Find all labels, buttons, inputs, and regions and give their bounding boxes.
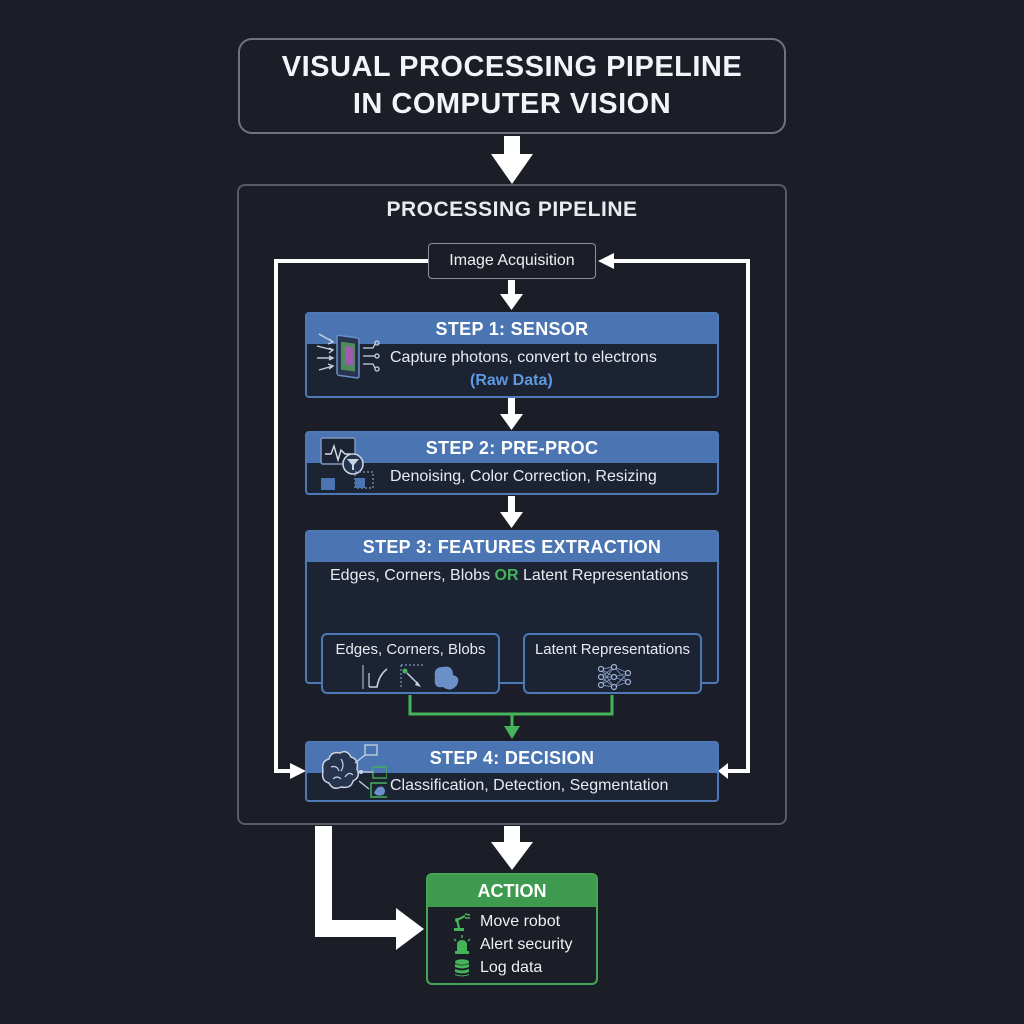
- action-item-label: Log data: [480, 959, 543, 976]
- step2-description: Denoising, Color Correction, Resizing: [390, 468, 657, 485]
- action-item-move-robot: Move robot: [452, 911, 560, 933]
- branch-box-latent-representations: Latent Representations: [523, 633, 702, 694]
- loop-arrow-left: [274, 259, 428, 779]
- arrow-pipeline-to-action: [491, 826, 533, 870]
- step4-decision-box: STEP 4: DECISION Classification, Detecti…: [305, 741, 719, 802]
- alarm-icon: [452, 935, 472, 955]
- filter-icon: [317, 436, 381, 492]
- step2-title: STEP 2: PRE-PROC: [307, 433, 717, 463]
- title-line-2: IN COMPUTER VISION: [352, 88, 672, 120]
- title-line-1: VISUAL PROCESSING PIPELINE: [281, 51, 743, 83]
- step4-title: STEP 4: DECISION: [307, 743, 717, 773]
- arrow-acquisition-to-step1: [500, 280, 523, 310]
- step3-description: Edges, Corners, Blobs OR Latent Represen…: [330, 567, 688, 585]
- branch-box-edges-corners-blobs: Edges, Corners, Blobs: [321, 633, 500, 694]
- step3-desc-part1: Edges, Corners, Blobs: [330, 567, 491, 584]
- action-item-alert-security: Alert security: [452, 934, 572, 956]
- branch-left-label: Edges, Corners, Blobs: [335, 641, 486, 658]
- step3-title: STEP 3: FEATURES EXTRACTION: [307, 532, 717, 562]
- database-icon: [452, 958, 472, 978]
- action-item-label: Alert security: [480, 936, 573, 953]
- step3-desc-part2: Latent Representations: [522, 567, 689, 584]
- edge-corner-blob-icon: [361, 663, 469, 691]
- action-title: ACTION: [428, 875, 596, 907]
- pipeline-title: PROCESSING PIPELINE: [386, 198, 638, 221]
- step1-raw-data-note: (Raw Data): [470, 372, 553, 389]
- processing-pipeline-panel: [237, 184, 787, 825]
- step1-sensor-box: STEP 1: SENSOR Capture photons, convert …: [305, 312, 719, 398]
- arrow-elbow-to-action: [315, 826, 424, 950]
- arrow-title-to-pipeline: [491, 136, 533, 184]
- brain-icon: [315, 741, 387, 801]
- loop-arrow-right: [598, 253, 750, 779]
- robot-arm-icon: [452, 912, 472, 932]
- step4-description: Classification, Detection, Segmentation: [390, 777, 669, 794]
- step2-preproc-box: STEP 2: PRE-PROC Denoising, Color Correc…: [305, 431, 719, 495]
- branch-merge-arrows: [408, 695, 614, 739]
- neural-network-icon: [597, 663, 633, 691]
- action-box: ACTION Move robot Alert security: [426, 873, 598, 985]
- step1-title: STEP 1: SENSOR: [307, 314, 717, 344]
- image-acquisition-box: Image Acquisition: [428, 243, 596, 279]
- branch-right-label: Latent Representations: [534, 641, 691, 658]
- step3-desc-or: OR: [494, 567, 519, 584]
- arrow-step1-to-step2: [500, 398, 523, 430]
- action-item-label: Move robot: [480, 913, 561, 930]
- sensor-icon: [315, 326, 387, 384]
- diagram-title-box: VISUAL PROCESSING PIPELINE IN COMPUTER V…: [238, 38, 786, 134]
- step1-description: Capture photons, convert to electrons: [390, 349, 657, 366]
- action-item-log-data: Log data: [452, 957, 542, 979]
- arrow-step2-to-step3: [500, 496, 523, 528]
